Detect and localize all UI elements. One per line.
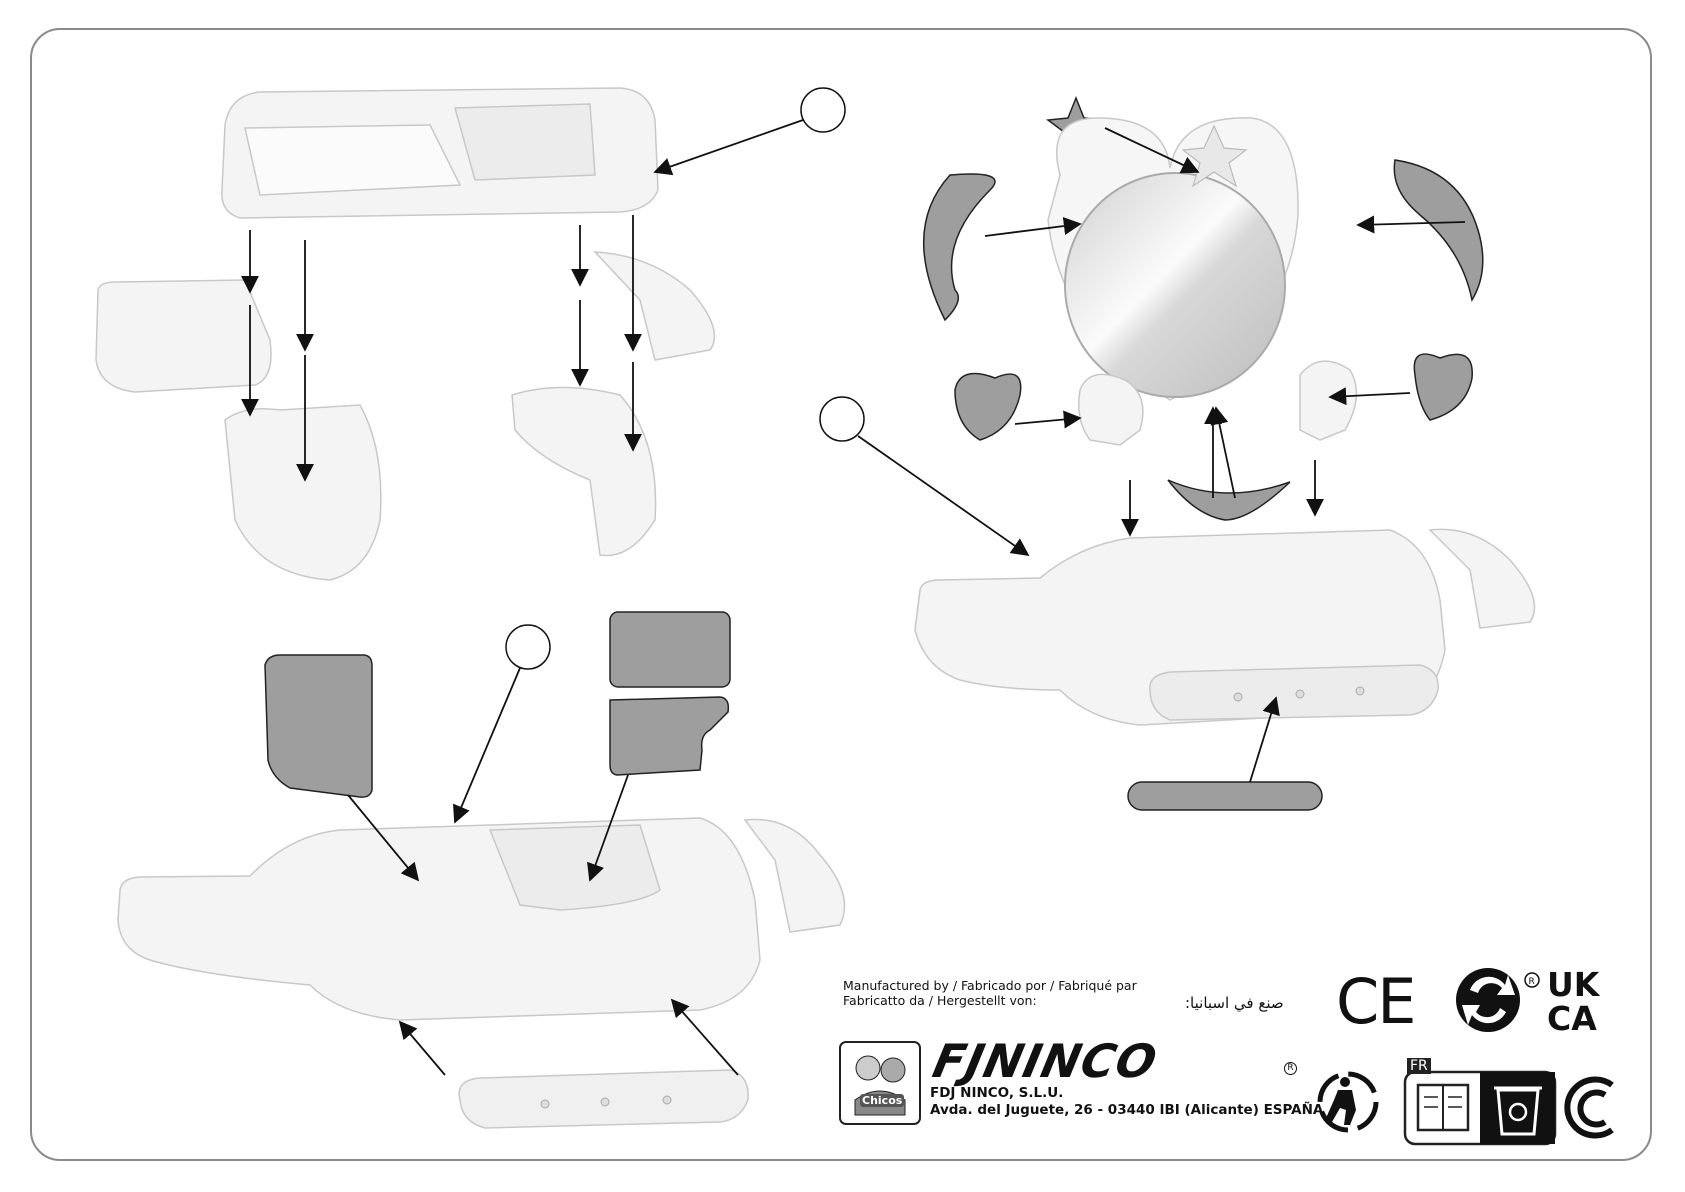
heart-sticker-right	[1414, 354, 1472, 420]
callout-circle-3	[506, 625, 550, 669]
callout-circle-1	[801, 88, 845, 132]
registered-mark: R	[1284, 1062, 1297, 1075]
fr-label: FR	[1407, 1058, 1431, 1074]
company-name: FDJ NINCO, S.L.U.	[930, 1085, 1323, 1102]
manufacturer-statement: Manufactured by / Fabricado por / Fabriq…	[843, 978, 1137, 1008]
recycle-bin-icon	[1405, 1072, 1555, 1144]
mirror	[1065, 173, 1285, 397]
step-2-mirror-assembly	[915, 98, 1535, 810]
company-info: FDJ NINCO, S.L.U. Avda. del Juguete, 26 …	[930, 1085, 1323, 1119]
manufacturer-line-1: Manufactured by / Fabricado por / Fabriq…	[843, 978, 1137, 993]
recycle-loop-icon	[1567, 1080, 1612, 1136]
light-bar-sticker	[1128, 782, 1322, 810]
chicos-logo-label: Chicos	[860, 1094, 904, 1107]
moon-sticker-right	[1394, 160, 1483, 300]
brand-logo: FJNINCO	[928, 1034, 1162, 1088]
manufacturer-line-2: Fabricatto da / Hergestellt von:	[843, 993, 1137, 1008]
curve-sticker	[1168, 480, 1290, 520]
step-1-exploded-base	[96, 88, 715, 580]
ukca-mark: UK CA	[1547, 968, 1599, 1036]
made-in-spain-arabic: صنع في اسبانيا:	[1185, 994, 1284, 1012]
tray-sticker-bottom-right	[610, 697, 728, 775]
ce-mark: CE	[1336, 965, 1414, 1038]
company-address: Avda. del Juguete, 26 - 03440 IBI (Alica…	[930, 1102, 1323, 1119]
ukca-uk: UK	[1547, 968, 1599, 1002]
triman-icon	[1320, 1074, 1376, 1130]
moon-sticker-left	[924, 174, 995, 320]
tray-sticker-top-right	[610, 612, 730, 687]
svg-text:R: R	[1529, 977, 1535, 987]
callout-circle-2	[820, 397, 864, 441]
tray-sticker-left	[265, 655, 372, 797]
heart-sticker-left	[955, 374, 1021, 440]
step-3-sticker-application	[118, 612, 845, 1128]
green-dot-icon: R	[1456, 968, 1539, 1032]
chicos-logo	[840, 1042, 920, 1124]
ukca-ca: CA	[1547, 1002, 1599, 1036]
